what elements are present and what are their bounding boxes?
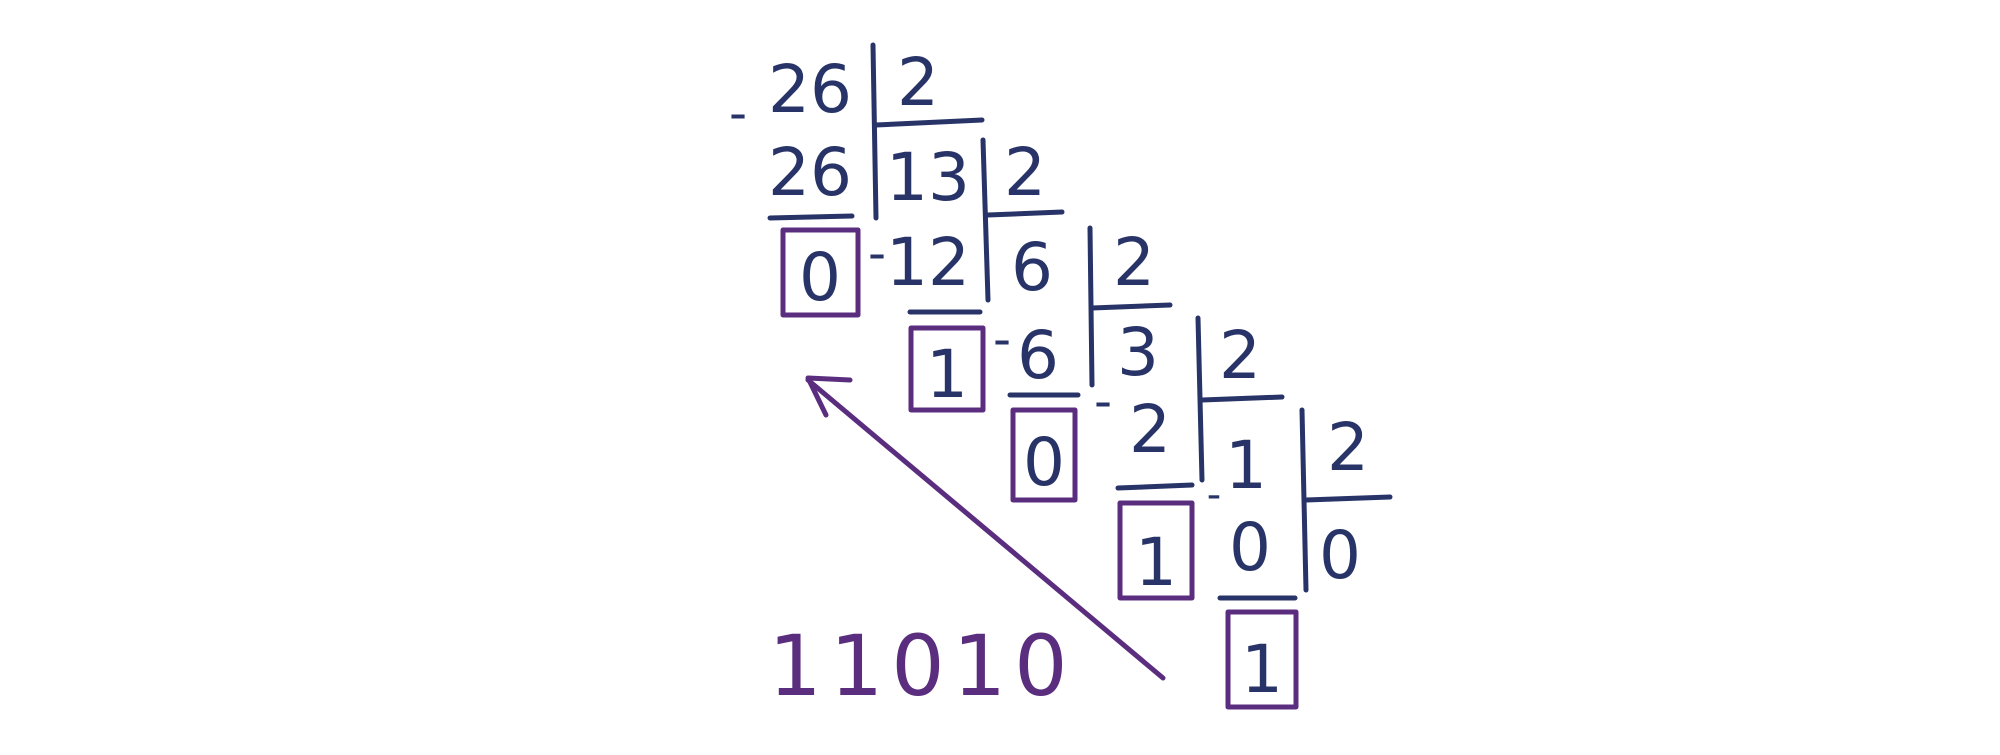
step-2-remainder-box	[908, 325, 986, 413]
division-step-1: 26 - 26 2 13 0	[729, 42, 985, 318]
step-1-division-bar-horizontal	[873, 117, 985, 128]
step-5-minus: -	[1207, 472, 1221, 518]
step-4-subtrahend: 2	[1129, 391, 1171, 468]
step-2-minus: -	[868, 224, 886, 282]
step-3-divisor: 2	[1113, 224, 1155, 301]
step-1-remainder: 0	[799, 239, 841, 316]
step-4-division-bar-horizontal	[1199, 394, 1285, 403]
binary-result: 11010	[768, 617, 1075, 715]
step-4-remainder: 1	[1135, 524, 1177, 601]
step-3-remainder-box	[1010, 407, 1078, 503]
step-2-quotient: 6	[1011, 229, 1053, 306]
reading-direction-arrow	[805, 375, 1166, 681]
step-1-remainder-box	[780, 227, 861, 318]
step-5-division-bar-horizontal	[1303, 494, 1393, 503]
step-3-division-bar-horizontal	[1089, 302, 1173, 311]
arrow-head	[805, 375, 853, 418]
step-2-division-bar-horizontal	[985, 209, 1065, 218]
step-1-divisor: 2	[897, 44, 939, 121]
step-1-subtrahend: 26	[768, 134, 852, 211]
step-3-remainder: 0	[1023, 424, 1065, 501]
step-4-underline	[1115, 482, 1195, 491]
division-step-3: - 6 2 3 0	[993, 224, 1173, 503]
step-3-subtrahend: 6	[1017, 317, 1059, 394]
step-5-divisor: 2	[1327, 409, 1369, 486]
step-1-dividend: 26	[768, 51, 852, 128]
step-2-division-bar-vertical	[980, 137, 991, 303]
step-2-subtrahend: 12	[886, 224, 970, 301]
step-4-divisor: 2	[1219, 317, 1261, 394]
step-3-minus: -	[993, 310, 1011, 368]
step-4-quotient: 1	[1225, 427, 1267, 504]
step-5-remainder-box	[1225, 609, 1299, 710]
step-1-division-bar-vertical	[870, 42, 879, 221]
step-4-minus: -	[1094, 372, 1112, 430]
arrow-shaft	[805, 377, 1166, 681]
step-5-remainder: 1	[1241, 631, 1283, 708]
step-1-quotient: 13	[886, 139, 970, 216]
step-2-remainder: 1	[926, 336, 968, 413]
division-step-5: - 0 2 0 1	[1207, 407, 1393, 710]
step-1-underline	[767, 213, 855, 221]
step-1-minus: -	[729, 84, 747, 142]
division-step-2: - 12 2 6 1	[868, 134, 1065, 413]
step-5-quotient: 0	[1319, 517, 1361, 594]
division-step-4: - 2 2 1 1	[1094, 315, 1285, 601]
step-4-remainder-box	[1117, 500, 1195, 601]
step-5-subtrahend: 0	[1229, 509, 1271, 586]
step-3-quotient: 3	[1117, 314, 1159, 391]
step-2-divisor: 2	[1004, 134, 1046, 211]
